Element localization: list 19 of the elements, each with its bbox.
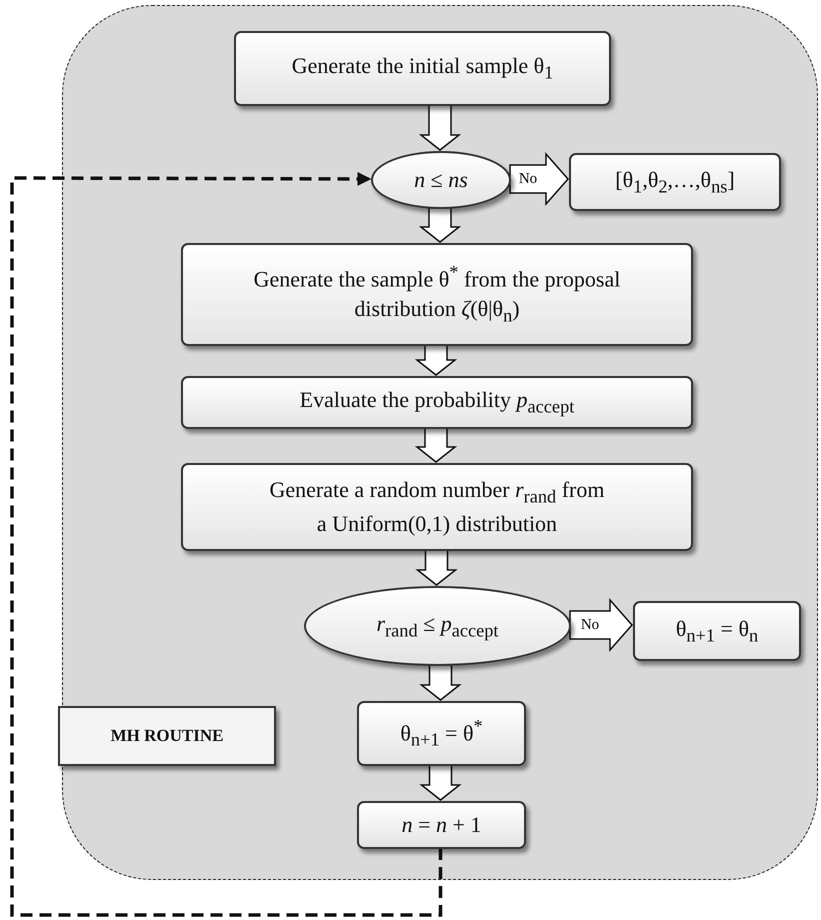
process-box: Generate a random number r$_{rand}$ from a Uniform(0,1) distribution xyxy=(181,463,693,551)
process-box: θ$_{n+1}$ = θ$_{n}$ xyxy=(633,601,801,661)
process-box: Evaluate the probability p$_{accept}$ xyxy=(181,376,693,429)
block-arrow xyxy=(418,207,462,243)
block-arrow xyxy=(419,764,462,801)
block-arrow xyxy=(414,427,458,463)
decision-ellipse: r$_{rand}$ ≤ p$_{accept}$ xyxy=(304,586,571,666)
process-box: Generate the sample θ$^{*}$ from the proposal distribution ζ(θ|θ$_{n}$) xyxy=(181,243,693,346)
block-arrow xyxy=(418,104,462,151)
loop-arrow xyxy=(10,172,442,917)
block-arrow xyxy=(414,344,458,376)
block-arrow xyxy=(419,664,462,701)
block-arrow xyxy=(415,549,458,586)
process-box: Generate the initial sample θ$_{1}$ xyxy=(234,31,611,106)
routine-label: MH ROUTINE xyxy=(58,706,276,766)
process-box: n = n + 1 xyxy=(357,801,526,849)
process-box: θ$_{n+1}$ = θ$^{*}$ xyxy=(357,701,526,766)
decision-ellipse: n ≤ ns xyxy=(371,151,511,209)
process-box: [θ$_{1}$,θ$_{2}$,…,θ$_{ns}$] xyxy=(569,153,781,211)
